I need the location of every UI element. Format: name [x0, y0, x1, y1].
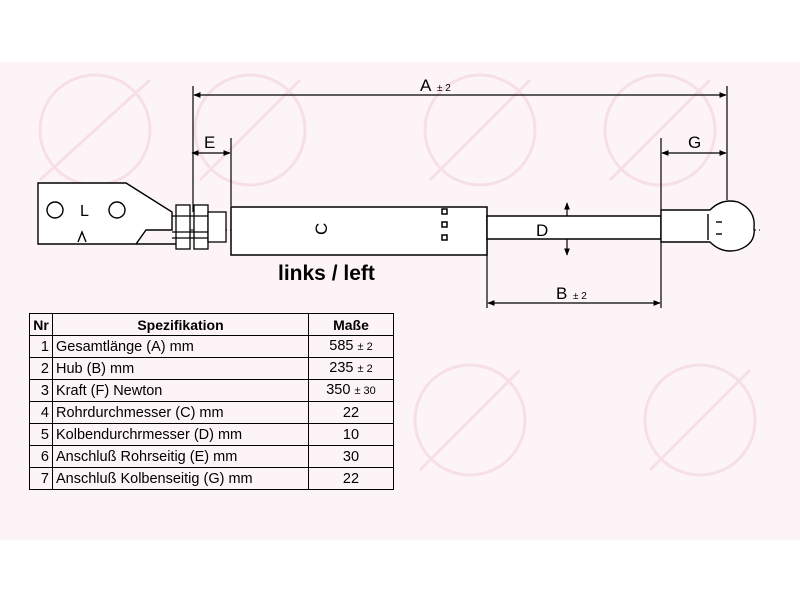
- mounting-bracket: [37, 182, 178, 245]
- label-a-tolerance: ± 2: [437, 83, 451, 94]
- label-c: C: [312, 223, 331, 235]
- row-value: 585 ± 2: [308, 335, 394, 358]
- value-number: 22: [342, 470, 360, 487]
- header-nr: Nr: [29, 313, 53, 336]
- tube-end-fitting: [172, 204, 227, 250]
- table-row: 7 Anschluß Kolbenseitig (G) mm 22: [29, 467, 394, 490]
- table-row: 3 Kraft (F) Newton 350 ± 30: [29, 379, 394, 402]
- row-spec: Rohrdurchmesser (C) mm: [52, 401, 309, 424]
- row-spec: Kraft (F) Newton: [52, 379, 309, 402]
- row-spec: Anschluß Rohrseitig (E) mm: [52, 445, 309, 468]
- label-a: A: [420, 76, 432, 95]
- value-number: 585: [329, 338, 354, 354]
- extension-lines: [192, 86, 728, 308]
- row-nr: 3: [29, 379, 53, 402]
- piston-rod: [486, 215, 662, 240]
- value-number: 30: [342, 448, 360, 465]
- specification-table: Nr Spezifikation Maße 1 Gesamtlänge (A) …: [29, 313, 394, 490]
- row-nr: 7: [29, 467, 53, 490]
- row-spec: Gesamtlänge (A) mm: [52, 335, 309, 358]
- label-b: B: [556, 284, 567, 303]
- label-g: G: [688, 133, 701, 152]
- bracket-hole-left: [46, 201, 64, 219]
- table-header-row: Nr Spezifikation Maße: [29, 313, 394, 336]
- row-value: 22: [308, 401, 394, 424]
- value-tolerance: ± 30: [354, 385, 376, 397]
- value-tolerance: ± 2: [357, 363, 373, 375]
- row-value: 350 ± 30: [308, 379, 394, 402]
- row-nr: 4: [29, 401, 53, 424]
- value-tolerance: ± 2: [357, 341, 373, 353]
- table-row: 4 Rohrdurchmesser (C) mm 22: [29, 401, 394, 424]
- row-nr: 6: [29, 445, 53, 468]
- table-row: 5 Kolbendurchrmesser (D) mm 10: [29, 423, 394, 446]
- header-value: Maße: [308, 313, 394, 336]
- side-label: links / left: [278, 262, 375, 285]
- row-spec: Kolbendurchrmesser (D) mm: [52, 423, 309, 446]
- value-number: 350: [326, 382, 351, 398]
- row-nr: 5: [29, 423, 53, 446]
- label-b-tolerance: ± 2: [573, 291, 587, 302]
- table-row: 2 Hub (B) mm 235 ± 2: [29, 357, 394, 380]
- row-nr: 2: [29, 357, 53, 380]
- value-number: 235: [329, 360, 354, 376]
- ball-socket: [660, 200, 755, 252]
- row-value: 235 ± 2: [308, 357, 394, 380]
- label-d: D: [536, 221, 548, 240]
- row-spec: Anschluß Kolbenseitig (G) mm: [52, 467, 309, 490]
- row-value: 10: [308, 423, 394, 446]
- row-spec: Hub (B) mm: [52, 357, 309, 380]
- header-specification: Spezifikation: [52, 313, 309, 336]
- value-number: 10: [342, 426, 360, 443]
- row-nr: 1: [29, 335, 53, 358]
- row-value: 30: [308, 445, 394, 468]
- bracket-label-mid: L: [80, 203, 89, 220]
- cylinder-tube: [230, 206, 488, 256]
- value-number: 22: [342, 404, 360, 421]
- table-row: 6 Anschluß Rohrseitig (E) mm 30: [29, 445, 394, 468]
- bracket-hole-right: [108, 201, 126, 219]
- row-value: 22: [308, 467, 394, 490]
- label-e: E: [204, 133, 215, 152]
- table-row: 1 Gesamtlänge (A) mm 585 ± 2: [29, 335, 394, 358]
